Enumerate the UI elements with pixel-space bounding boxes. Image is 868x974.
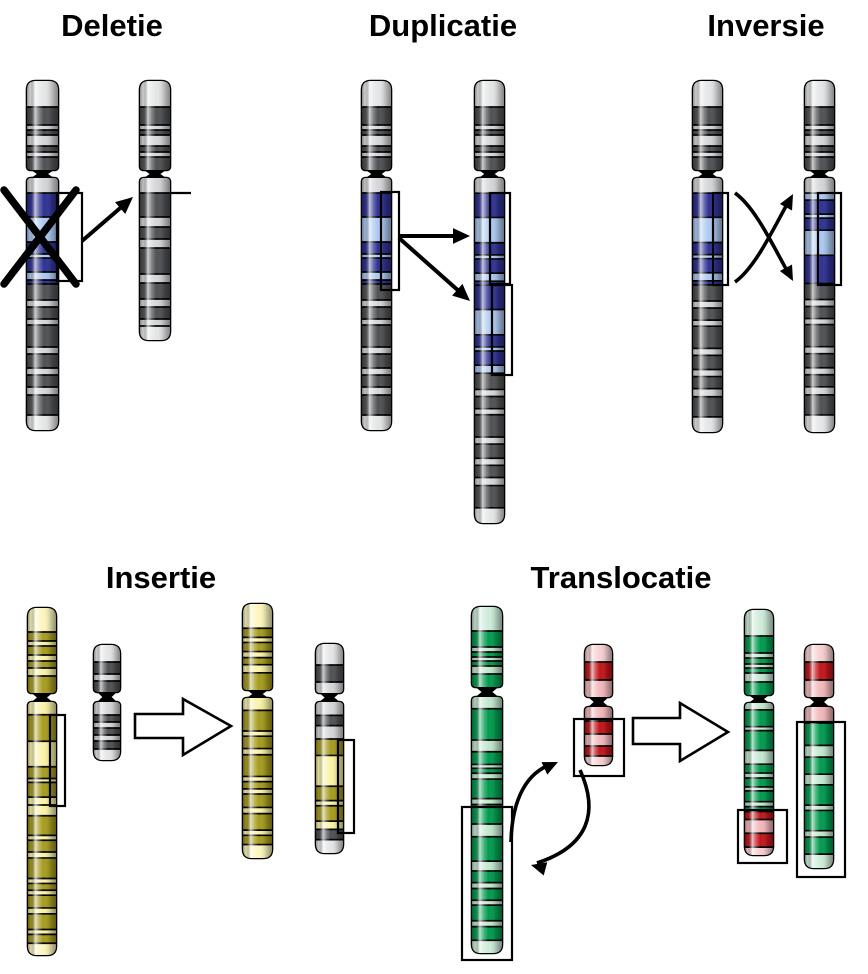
duplicatie-arrow2 (397, 236, 465, 297)
panel-title-translocatie: Translocatie (530, 560, 712, 595)
panel-title-deletie: Deletie (61, 8, 163, 43)
inversie-swap-down-head (779, 264, 793, 281)
deletie-arrow-head (115, 197, 133, 215)
centromere (95, 690, 119, 704)
inversie-swap-up-head (779, 194, 793, 211)
bracket-duplicatie-source (379, 190, 401, 292)
centromere (586, 695, 611, 709)
deletie-arrow (80, 201, 128, 243)
centromere (806, 168, 833, 180)
bracket-translocatie-res-grn (795, 720, 847, 879)
panel-title-insertie: Insertie (105, 560, 217, 595)
bracket-translocatie-green (460, 805, 514, 962)
panel-title-duplicatie: Duplicatie (368, 8, 518, 43)
bracket-translocatie-red (572, 717, 626, 778)
centromere (29, 691, 55, 704)
translocatie-down-head (531, 862, 548, 876)
centromere (473, 685, 501, 699)
bracket-duplicatie-copy2 (490, 283, 514, 377)
bracket-inversie-left (711, 191, 730, 287)
centromere (746, 693, 772, 705)
bracket-insertie-inserted (336, 738, 356, 835)
centromere (806, 695, 832, 709)
bracket-inversie-right (816, 191, 843, 287)
bracket-insertie-source (48, 713, 67, 808)
centromere (363, 168, 390, 180)
centromere (141, 168, 169, 180)
translocatie-up-head (541, 762, 558, 775)
duplicatie-arrow2-head (452, 283, 470, 301)
bracket-translocatie-res-red (736, 808, 789, 865)
deletion-x-line2 (0, 186, 80, 288)
centromere (28, 168, 57, 180)
inversie-swap-up (733, 198, 792, 284)
duplicatie-arrow1-head (453, 228, 470, 244)
centromere (694, 168, 721, 180)
translocatie-down (536, 769, 591, 865)
inversie-swap-down (733, 191, 792, 277)
panel-title-inversie: Inversie (707, 8, 825, 43)
centromere (244, 688, 271, 700)
centromere (476, 168, 503, 180)
translocatie-up (509, 762, 553, 843)
insertie-result-arrow (133, 696, 234, 758)
centromere (317, 691, 342, 704)
translocatie-result-arrow (631, 700, 731, 764)
